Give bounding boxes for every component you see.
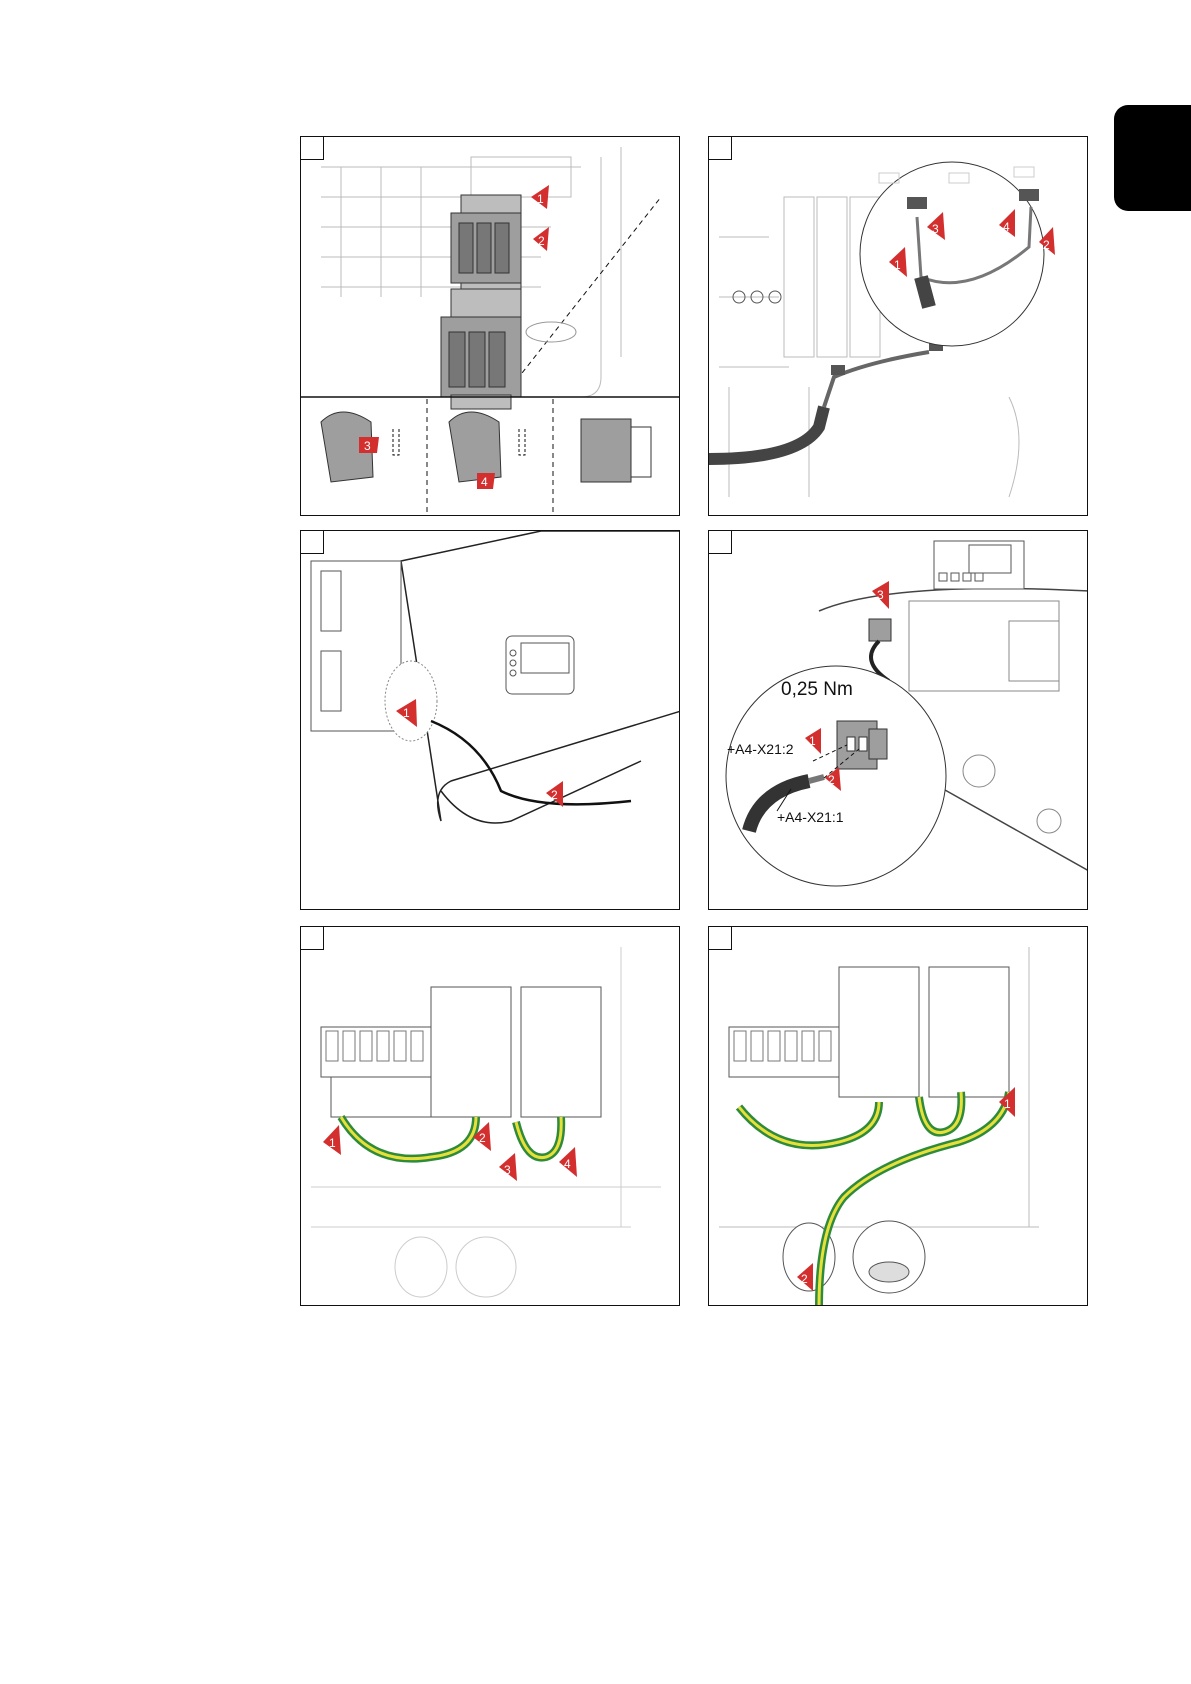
connector-wiring-illustration: 1 2 3 4 <box>709 137 1088 516</box>
svg-text:1: 1 <box>403 706 410 720</box>
ground-bridge-illustration: 1 2 3 4 <box>301 927 680 1306</box>
arrow-1: 1 <box>323 1125 341 1155</box>
svg-text:3: 3 <box>932 222 939 236</box>
figure-panel-6: 1 2 <box>708 926 1088 1306</box>
svg-text:2: 2 <box>538 234 545 248</box>
arrow-3: 3 <box>499 1153 517 1181</box>
svg-text:1: 1 <box>537 192 544 206</box>
svg-text:2: 2 <box>801 1272 808 1286</box>
svg-text:2: 2 <box>479 1131 486 1145</box>
svg-text:4: 4 <box>1003 220 1010 234</box>
arrow-4: 4 <box>477 473 495 489</box>
terminal-connection-illustration: 3 1 2 <box>709 531 1088 910</box>
chapter-tab <box>1114 105 1191 211</box>
terminal-label-top: +A4-X21:2 <box>727 741 794 757</box>
svg-text:2: 2 <box>1043 238 1050 252</box>
svg-text:2: 2 <box>828 773 835 787</box>
svg-text:3: 3 <box>504 1163 511 1177</box>
svg-text:3: 3 <box>364 439 371 453</box>
svg-text:4: 4 <box>481 475 488 489</box>
terminal-label-bottom: +A4-X21:1 <box>777 809 844 825</box>
svg-text:3: 3 <box>877 588 884 602</box>
torque-label: 0,25 Nm <box>781 679 853 701</box>
svg-text:1: 1 <box>1004 1097 1011 1111</box>
figure-panel-3: 1 2 <box>300 530 680 910</box>
arrow-3: 3 <box>872 581 889 609</box>
figure-panel-5: 1 2 3 4 <box>300 926 680 1306</box>
arrow-1: 1 <box>531 185 549 209</box>
svg-text:2: 2 <box>551 788 558 802</box>
figure-panel-2: 1 2 3 4 <box>708 136 1088 516</box>
arrow-4: 4 <box>559 1147 577 1177</box>
svg-text:4: 4 <box>564 1157 571 1171</box>
svg-text:1: 1 <box>894 258 901 272</box>
figure-panel-4: 3 1 2 0,25 Nm +A4-X21:2 +A4-X21:1 <box>708 530 1088 910</box>
svg-text:1: 1 <box>809 734 816 748</box>
ground-cable-illustration: 1 2 <box>709 927 1088 1306</box>
surge-module-illustration: 1 2 3 4 <box>301 137 680 516</box>
svg-text:1: 1 <box>329 1136 336 1150</box>
housing-cover-illustration: 1 2 <box>301 531 680 910</box>
figure-panel-1: 1 2 3 4 <box>300 136 680 516</box>
arrow-3: 3 <box>359 437 379 453</box>
arrow-2: 2 <box>533 227 549 251</box>
